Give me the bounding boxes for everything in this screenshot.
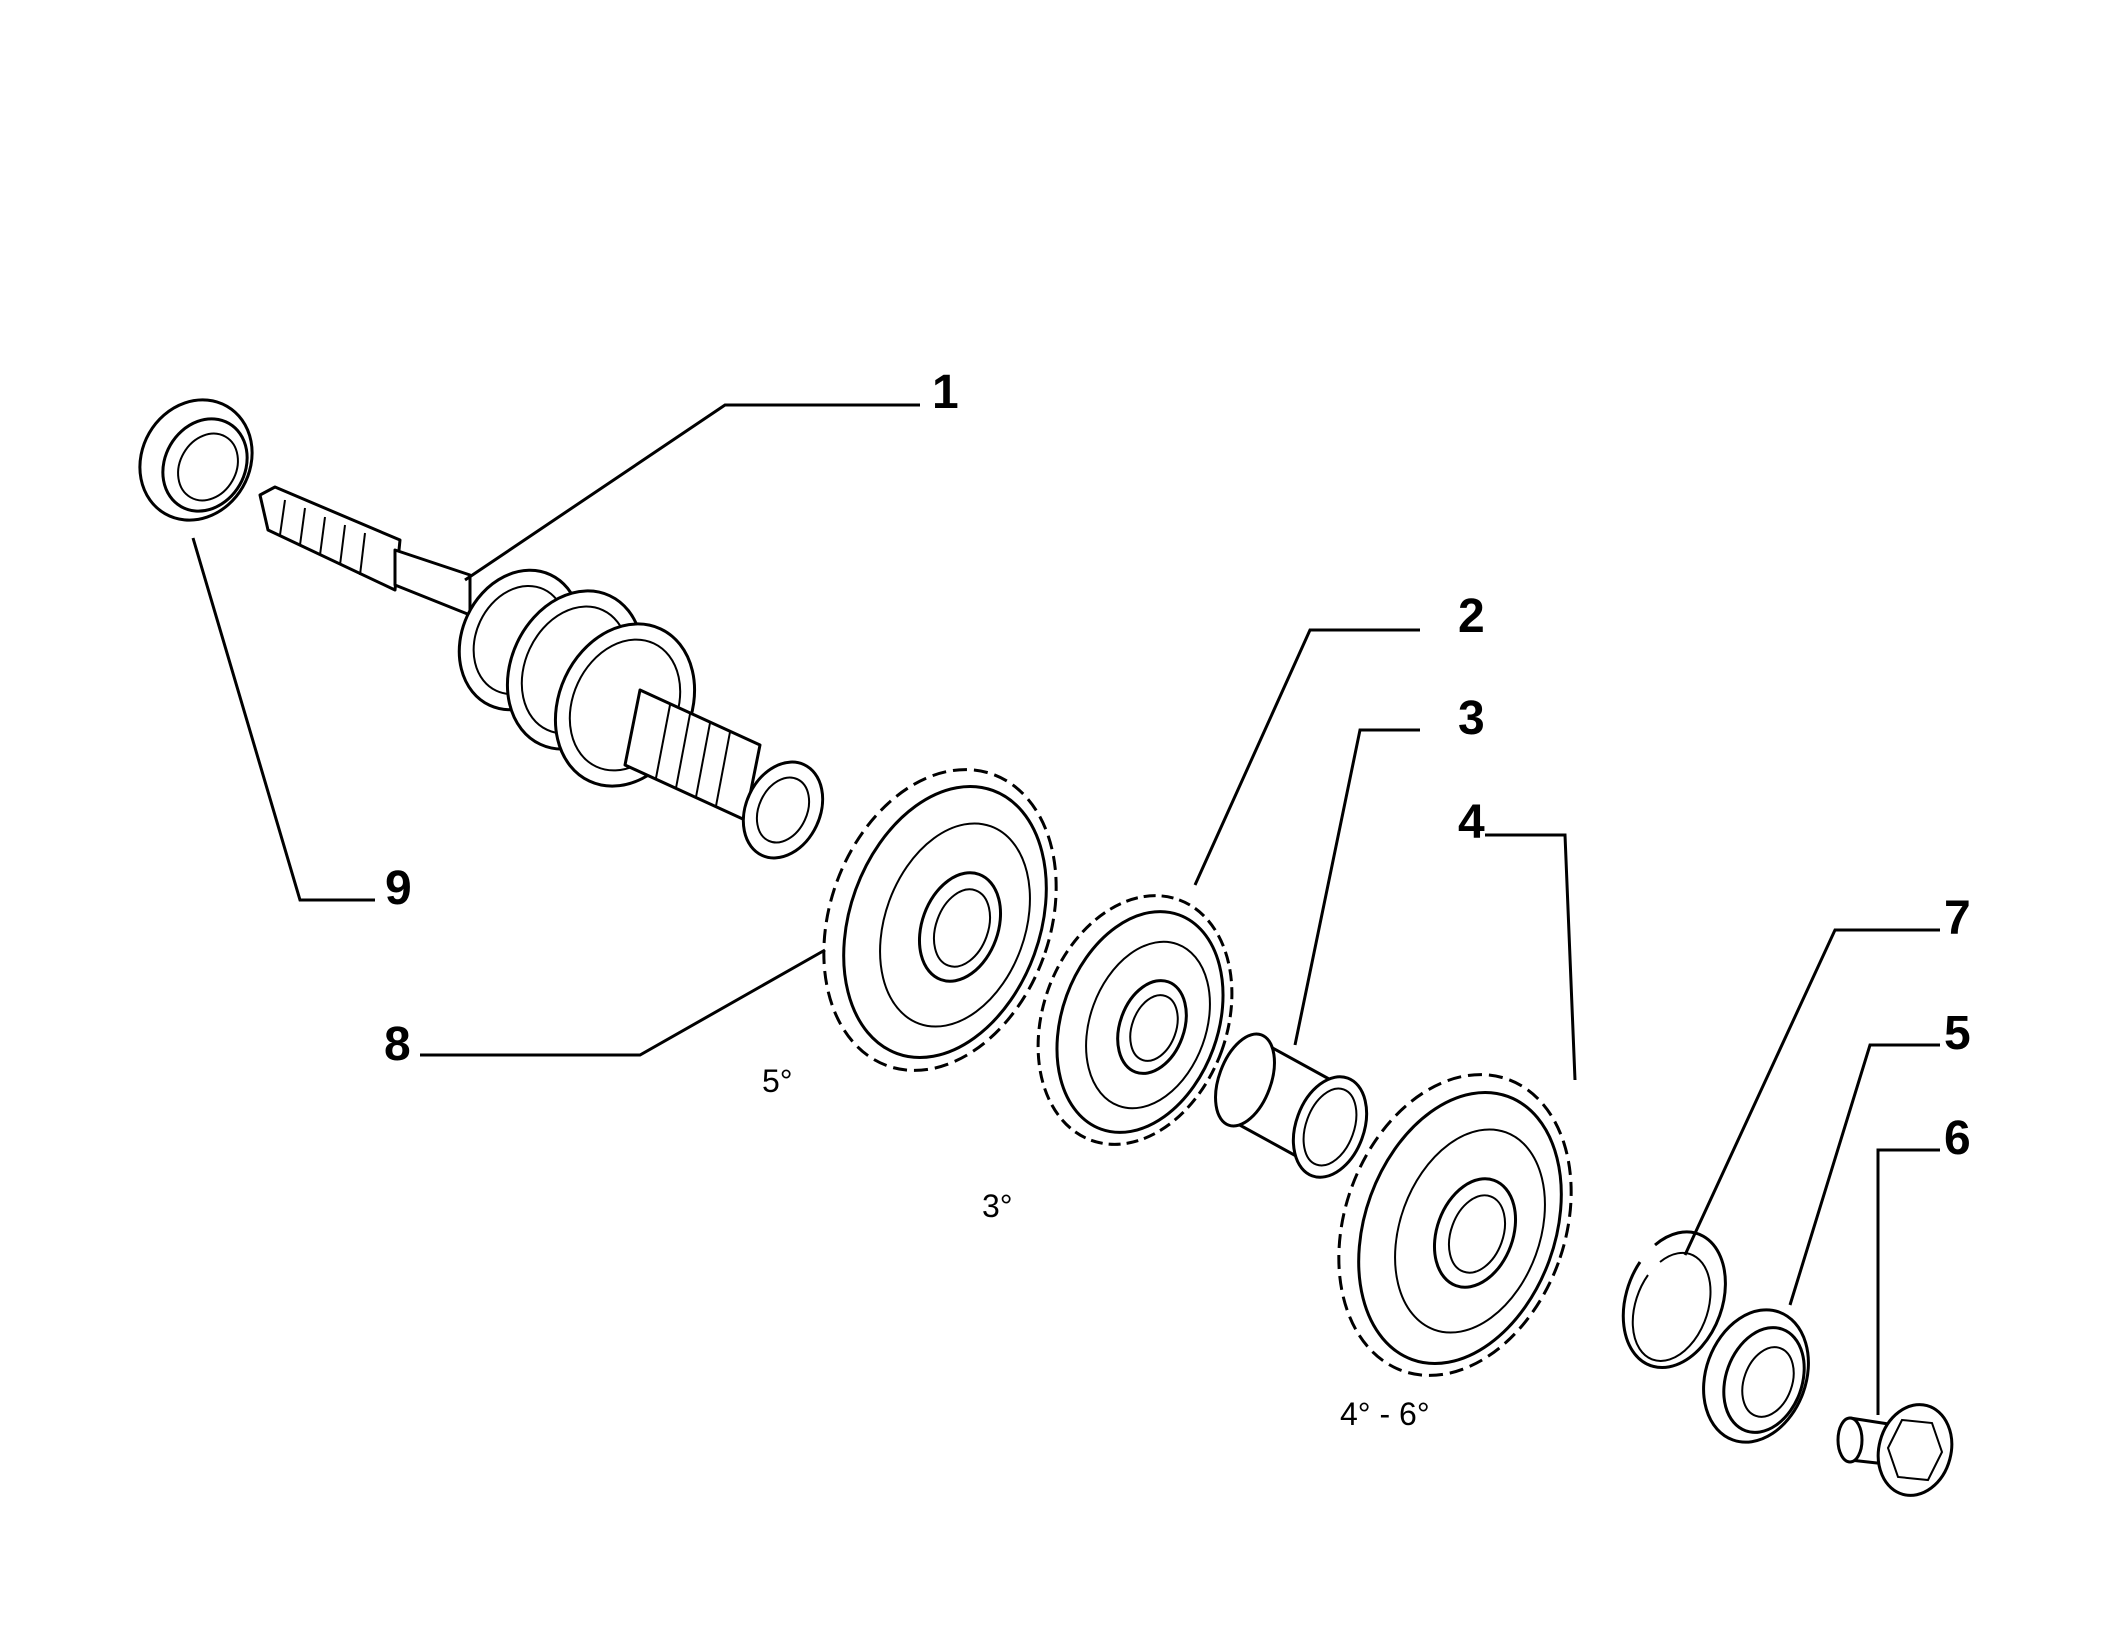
gear-3rd-part-2 xyxy=(1036,894,1234,1146)
leader-8 xyxy=(420,948,826,1057)
callout-5: 5 xyxy=(1944,1007,1971,1060)
bearing-part-5 xyxy=(1702,1308,1810,1444)
gear-5th-part-8 xyxy=(822,768,1058,1072)
callout-3: 3 xyxy=(1458,692,1485,745)
caption-5th: 5° xyxy=(762,1063,793,1099)
leader-4 xyxy=(1485,833,1577,1081)
leader-6 xyxy=(1876,1148,1940,1415)
leader-5 xyxy=(1788,1043,1940,1306)
callout-9: 9 xyxy=(385,862,412,915)
snap-ring-part-7 xyxy=(1621,1230,1727,1369)
callout-6: 6 xyxy=(1944,1112,1971,1165)
gear-4th-6th-part-4 xyxy=(1337,1073,1573,1377)
leader-2 xyxy=(1193,628,1420,886)
leader-7 xyxy=(1683,928,1940,1256)
main-shaft-part-1 xyxy=(258,485,825,860)
leader-9 xyxy=(191,537,375,902)
leader-1 xyxy=(464,403,920,582)
callout-7: 7 xyxy=(1944,892,1971,945)
bushing-part-3 xyxy=(1214,1032,1369,1179)
callout-8: 8 xyxy=(384,1018,411,1071)
gear-captions: 5° 3° 4° - 6° xyxy=(762,1063,1430,1432)
callout-4: 4 xyxy=(1458,796,1485,849)
bearing-part-9 xyxy=(138,398,254,522)
callout-numbers: 1 2 3 4 5 6 7 8 9 xyxy=(384,366,1971,1165)
bolt-part-6 xyxy=(1836,1403,1954,1497)
callout-2: 2 xyxy=(1458,590,1485,643)
caption-3rd: 3° xyxy=(982,1188,1013,1224)
leader-lines xyxy=(191,403,1940,1415)
caption-4th-6th: 4° - 6° xyxy=(1340,1396,1430,1432)
leader-3 xyxy=(1293,728,1420,1046)
callout-1: 1 xyxy=(932,366,959,419)
